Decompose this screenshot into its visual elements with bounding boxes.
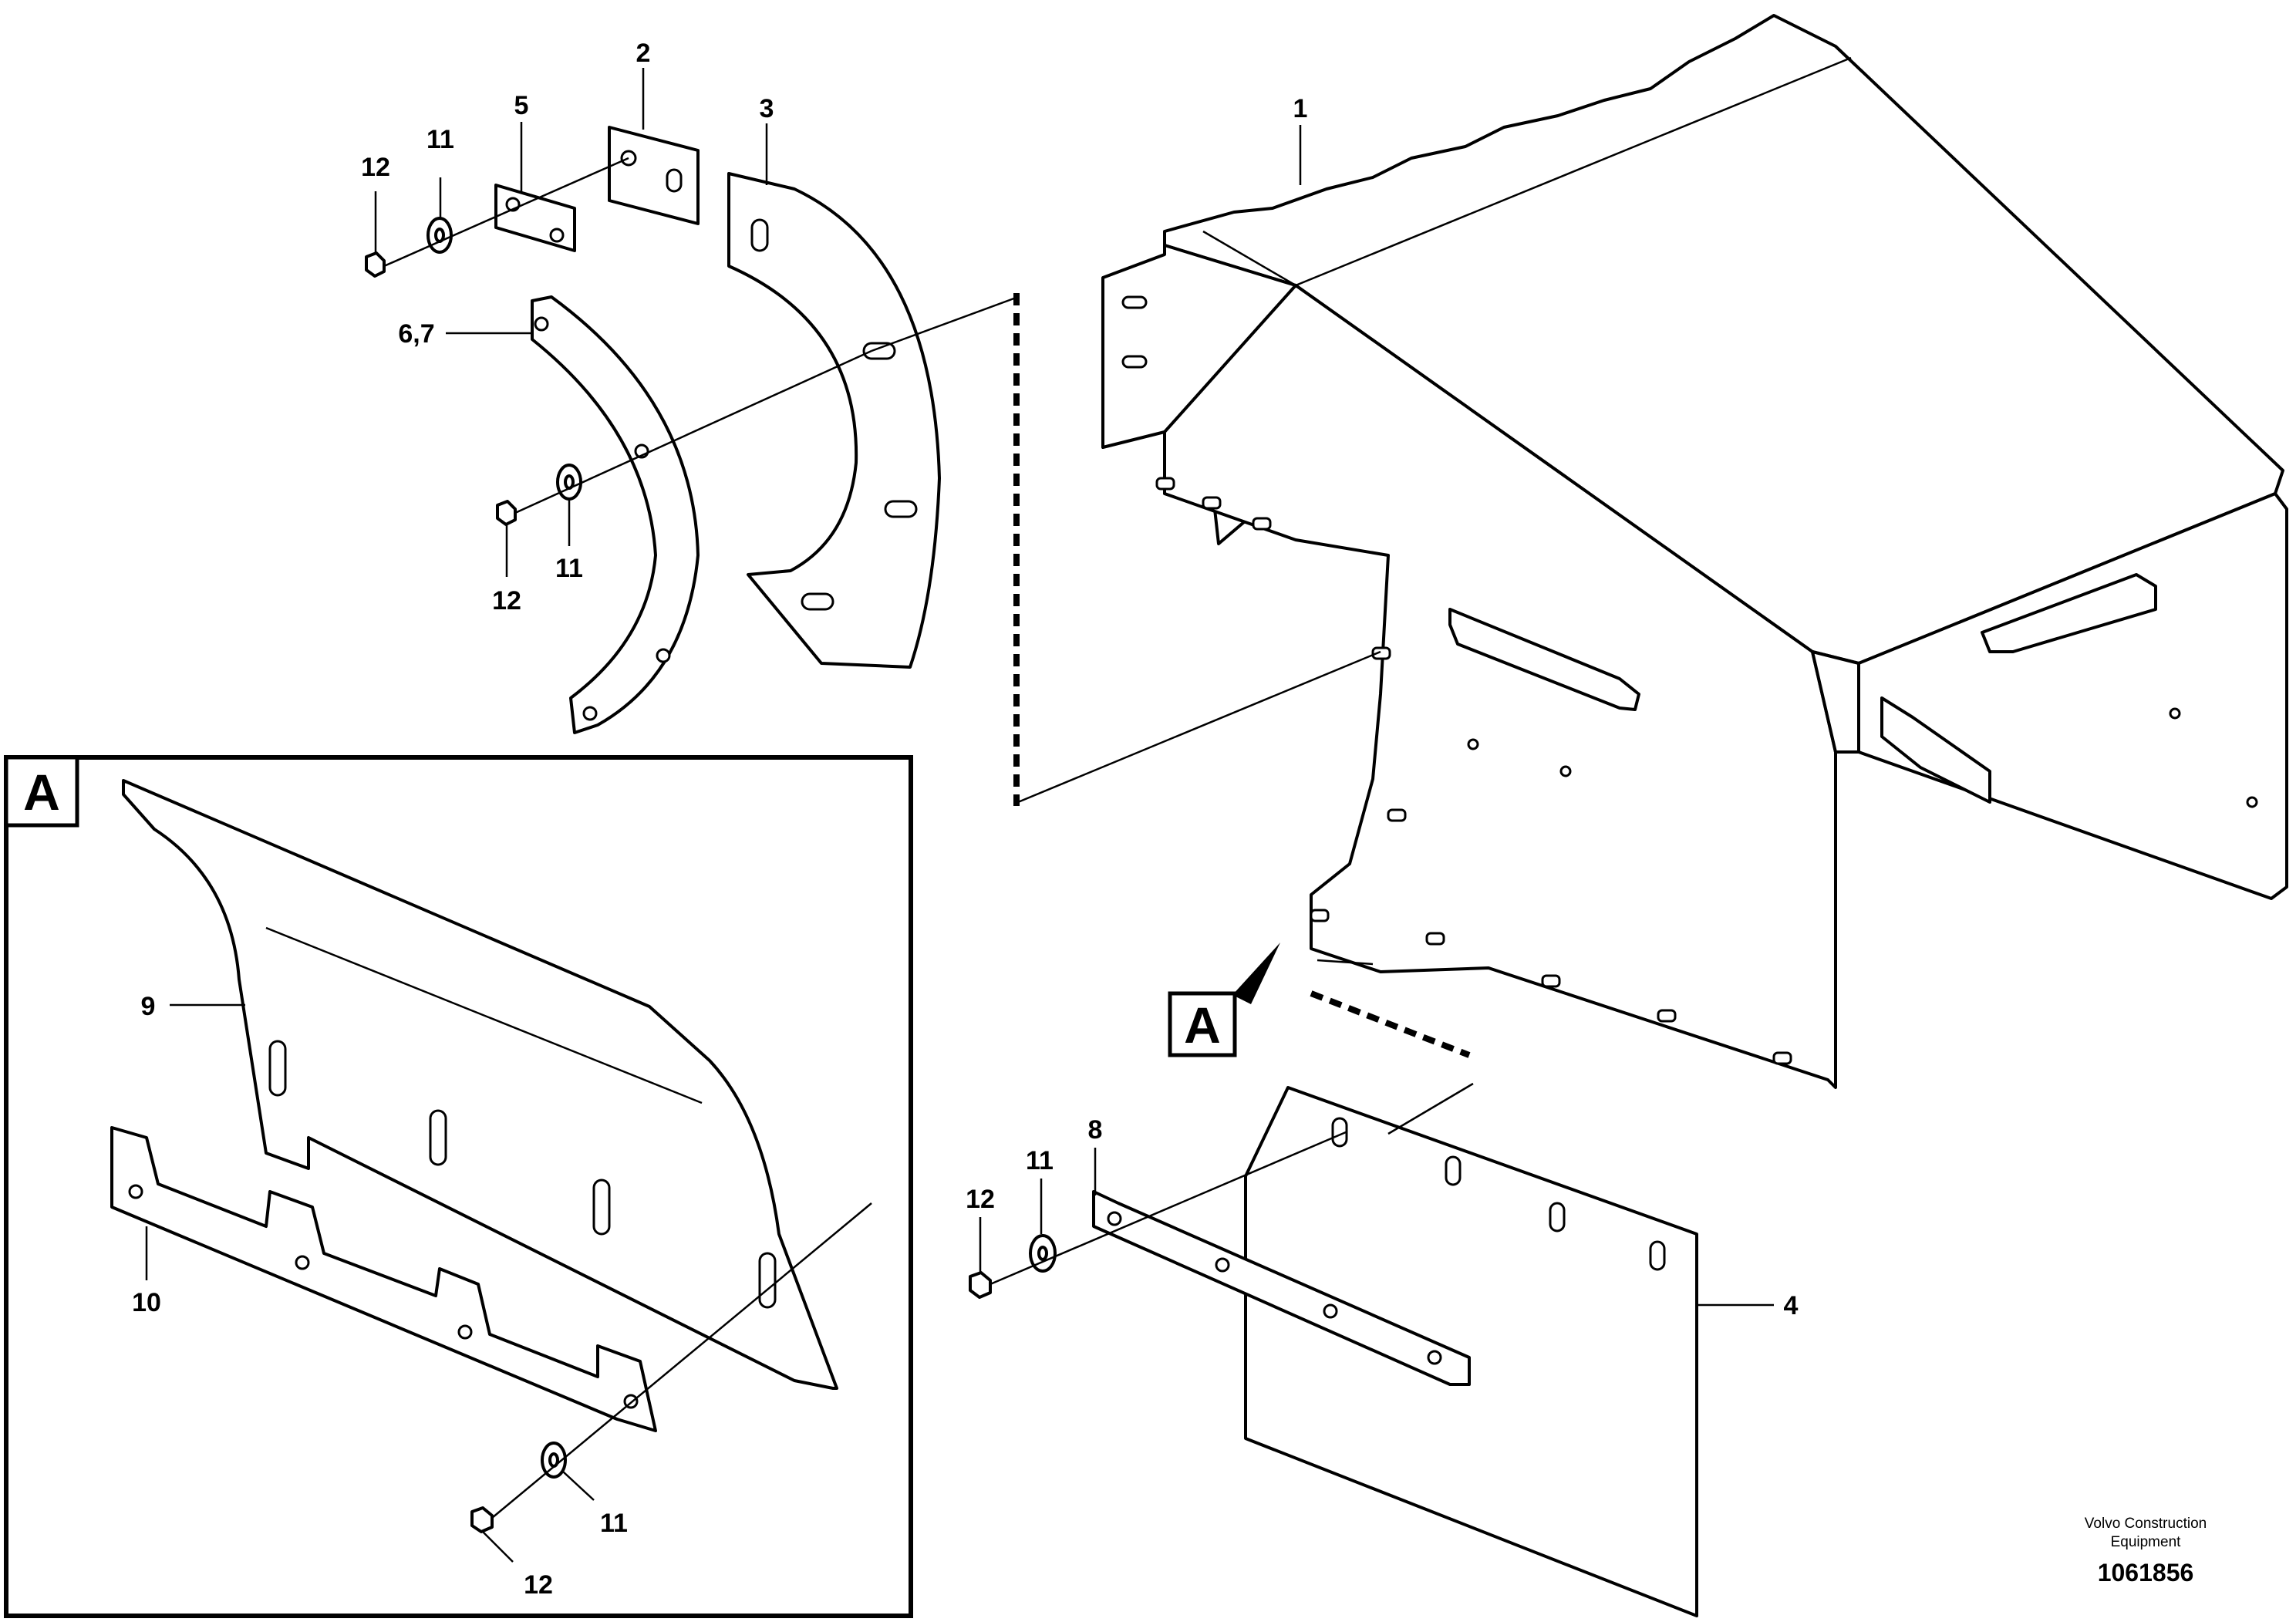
washer-11-mid: [556, 464, 582, 501]
leader-12d: [481, 1530, 514, 1563]
callout-9: 9: [141, 992, 156, 1021]
callout-10: 10: [132, 1288, 161, 1317]
nut-12-right: [969, 1271, 992, 1299]
callout-12-mid: 12: [492, 586, 521, 615]
callout-4: 4: [1784, 1291, 1799, 1320]
detail-a-frame-letter: A: [23, 764, 60, 821]
callout-12-detail: 12: [524, 1570, 553, 1600]
callout-5: 5: [514, 91, 529, 120]
detail-a-marker-letter: A: [1184, 996, 1221, 1054]
strip-part-5: [494, 184, 576, 252]
detail-a-callout: A: [1168, 943, 1280, 1057]
footer-drawing-number: 1061856: [2098, 1559, 2194, 1587]
deflector-plate-part-9: [122, 779, 838, 1390]
toothed-strip-part-10: [110, 1126, 657, 1432]
nut-12-mid: [496, 500, 517, 526]
leader-11d: [562, 1471, 595, 1501]
washer-11-top: [426, 217, 453, 254]
callout-11-right: 11: [1026, 1146, 1054, 1175]
callout-6-7: 6,7: [398, 319, 434, 349]
callout-8: 8: [1088, 1115, 1103, 1145]
nut-12-detail: [470, 1506, 494, 1533]
washer-11-right: [1029, 1234, 1057, 1273]
flat-bar-part-8: [1092, 1190, 1471, 1386]
detail-a-inset: A: [4, 755, 913, 1618]
nut-12-top: [365, 251, 386, 278]
housing-part-1: [1101, 14, 2288, 1089]
washer-11-detail: [541, 1442, 567, 1479]
callout-1: 1: [1293, 94, 1308, 123]
callout-11-detail: 11: [600, 1509, 628, 1538]
callout-11-mid: 11: [555, 554, 583, 583]
curved-plate-part-3: [727, 172, 941, 669]
footer-company-line2: Equipment: [2111, 1534, 2182, 1550]
callout-12-right: 12: [966, 1185, 995, 1214]
callout-2: 2: [636, 39, 651, 68]
callout-12-top: 12: [361, 153, 390, 182]
callout-11-top: 11: [426, 125, 454, 154]
plate-part-4: [1244, 1086, 1698, 1617]
callout-3: 3: [760, 94, 774, 123]
footer-company-line1: Volvo Construction: [2085, 1516, 2207, 1532]
plate-part-2: [608, 126, 700, 225]
curved-strip-part-6-7: [531, 295, 700, 734]
